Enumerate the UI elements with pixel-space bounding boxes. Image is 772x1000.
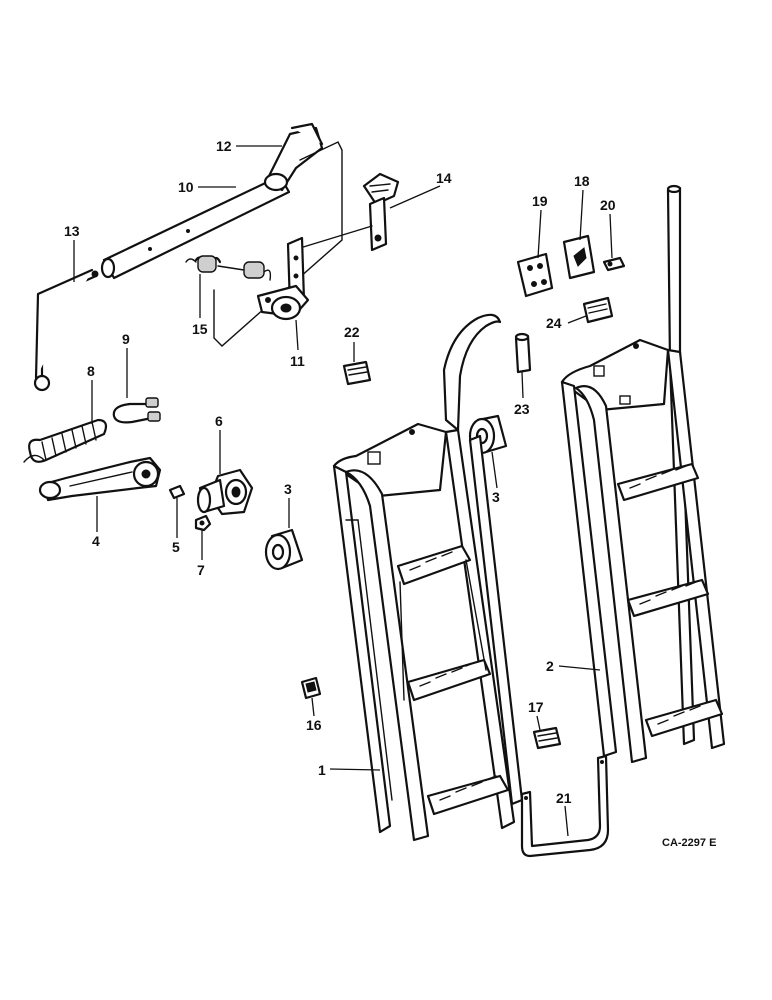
callout-13: 13 <box>64 223 80 239</box>
cross-shaft-part-10 <box>100 174 291 280</box>
pedal-bracket-part-14 <box>256 172 400 321</box>
callout-9: 9 <box>122 331 130 347</box>
decal-part-17 <box>532 726 562 750</box>
pin-part-23 <box>514 332 532 374</box>
callout-18: 18 <box>574 173 590 189</box>
callout-22: 22 <box>344 324 360 340</box>
callout-4: 4 <box>92 533 100 549</box>
callout-11: 11 <box>290 353 305 369</box>
callout-23: 23 <box>514 401 530 417</box>
callout-17: 17 <box>528 699 544 715</box>
bearing-flange-part-6 <box>196 468 254 516</box>
decal-part-24 <box>582 296 614 324</box>
grease-fitting-part-7 <box>194 514 212 532</box>
ladder-part-2 <box>560 184 726 764</box>
latch-part-18 <box>562 234 596 280</box>
lever-arm-part-12 <box>263 122 324 192</box>
callout-8: 8 <box>87 363 95 379</box>
callout-15: 15 <box>192 321 208 337</box>
callout-3-right: 3 <box>492 489 500 505</box>
spring-part-8 <box>23 418 108 463</box>
handle-part-21 <box>520 754 610 858</box>
callout-24: 24 <box>546 315 562 331</box>
roller-part-3-left <box>264 528 304 571</box>
callout-2: 2 <box>546 658 554 674</box>
callout-16: 16 <box>306 717 322 733</box>
callout-21: 21 <box>556 790 572 806</box>
decal-part-22 <box>342 360 372 386</box>
spring-part-15 <box>185 255 272 281</box>
callout-5: 5 <box>172 539 180 555</box>
callout-3-left: 3 <box>284 481 292 497</box>
pedal-arm-part-4 <box>38 456 162 502</box>
leader-lines <box>73 145 613 837</box>
plate-part-19 <box>516 252 554 298</box>
callout-labels: 12 10 13 14 15 11 22 9 8 6 4 5 7 3 3 23 … <box>64 138 716 849</box>
ladder-part-1 <box>332 313 524 842</box>
u-bolt-part-9 <box>112 397 161 424</box>
pin-part-20 <box>602 256 626 272</box>
callout-10: 10 <box>178 179 194 195</box>
key-part-5 <box>168 484 186 500</box>
callout-12: 12 <box>216 138 232 154</box>
callout-14: 14 <box>436 170 452 186</box>
clip-part-16 <box>300 676 322 700</box>
callout-1: 1 <box>318 762 326 778</box>
drawing-code: CA-2297 E <box>662 837 716 849</box>
callout-19: 19 <box>532 193 548 209</box>
callout-20: 20 <box>600 197 616 213</box>
lever-rod-part-13 <box>33 268 99 392</box>
callout-7: 7 <box>197 562 205 578</box>
callout-6: 6 <box>215 413 223 429</box>
mounting-plate <box>213 141 343 347</box>
